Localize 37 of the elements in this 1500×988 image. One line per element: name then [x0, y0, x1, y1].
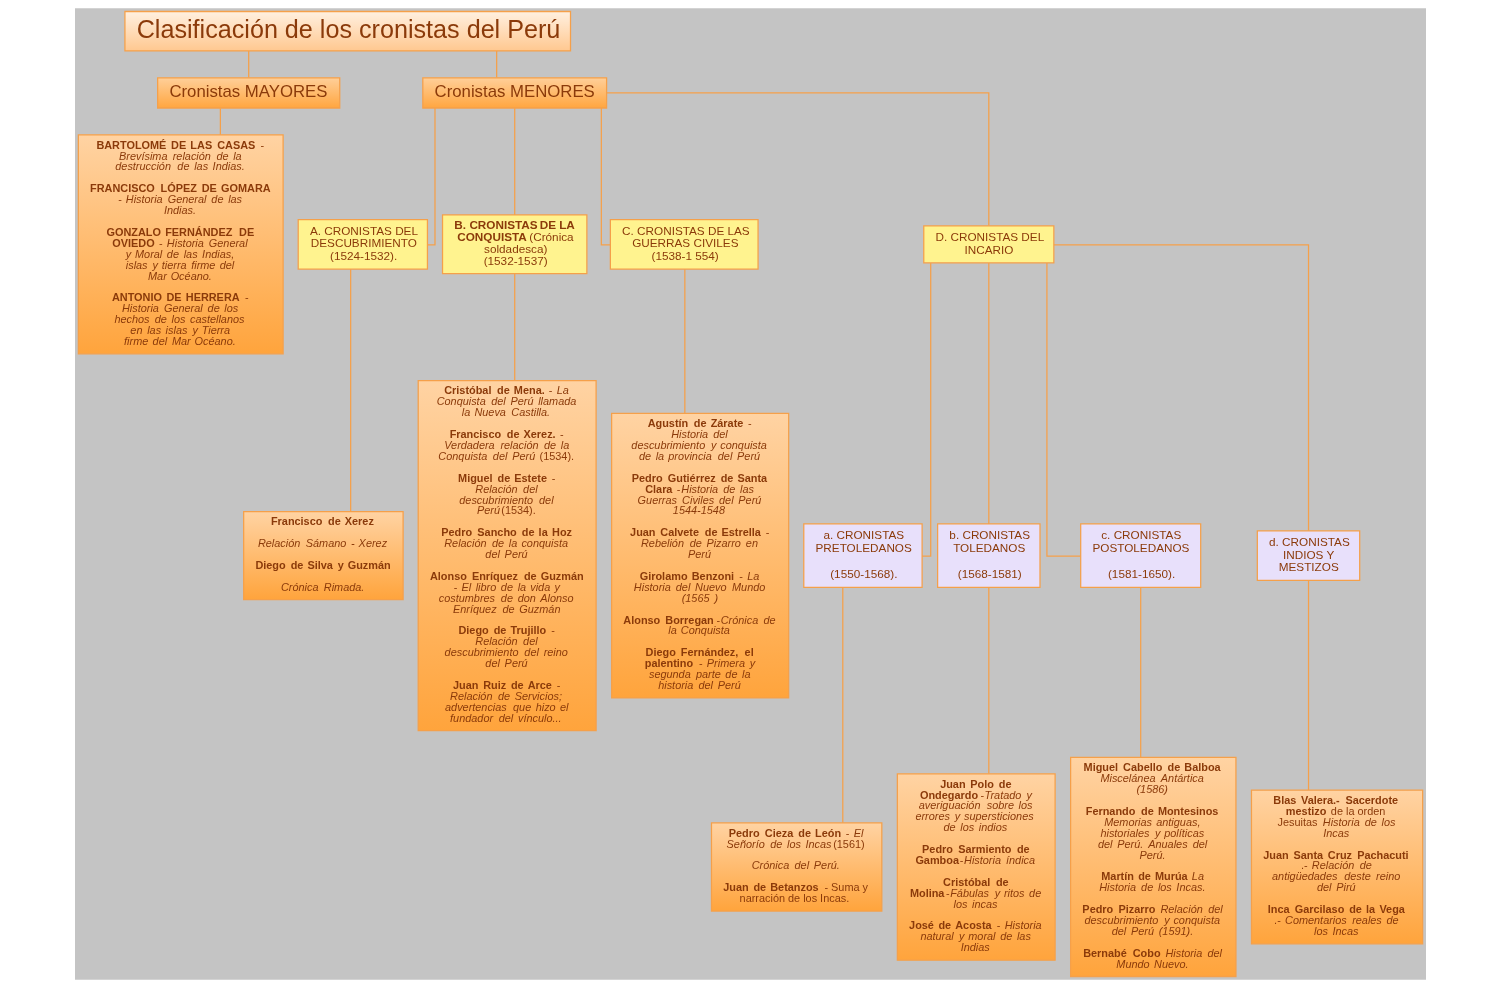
- node-box: A. CRONISTAS DEL DESCUBRIMIENTO (1524-1532).: [297, 218, 428, 270]
- node-box: Clasificación de los cronistas del Perú: [123, 10, 571, 52]
- node-box: Juan Polo de Ondegardo-Tratado y averiguación sobre los errores y supersticiones de los indios Pedro Sarmiento de Gamboa-Historia índica Cristóbal de Molina-Fábulas y ritos de los incas José de Acosta - Historia natural y moral de las Indias: [896, 773, 1056, 961]
- node-box: Cristóbal de Mena. - La Conquista del Perú llamada la Nueva Castilla. Francisco de Xerez. - Verdadera relación de la Conquista del Perú (1534). Miguel de Estete - Relación del descubrimiento del Perú(1534). Pedro Sancho de la Hoz Relación de la conquista del Perú Alonso Enríquez de Guzmán - El libro de la vida y costumbres de don Alonso Enríquez de Guzmán Diego de Trujillo - Relación del descubrimiento del reino del Perú Juan Ruiz de Arce - Relación de Servicios; advertencias que hizo el fundador del vínculo...: [417, 380, 597, 732]
- connector: [247, 50, 249, 79]
- connector: [513, 273, 515, 382]
- connector: [921, 262, 931, 557]
- node-box: b. CRONISTAS TOLEDANOS (1568-1581): [936, 523, 1041, 589]
- node-box: a. CRONISTAS PRETOLEDANOS (1550-1568).: [802, 523, 923, 589]
- connector: [1052, 244, 1309, 532]
- node-box: Francisco de Xerez Relación Sámano - Xerez Diego de Silva y Guzmán Crónica Rimada.: [242, 511, 404, 601]
- connector: [600, 107, 611, 246]
- connector: [987, 262, 989, 525]
- node-box: d. CRONISTAS INDIOS Y MESTIZOS: [1256, 530, 1360, 582]
- connector: [349, 268, 351, 513]
- node-box: Cronistas MENORES: [421, 77, 607, 109]
- connector: [683, 268, 685, 414]
- node-box: B. CRONISTAS DE LA CONQUISTA (Crónica soldadesca) (1532-1537): [441, 214, 587, 275]
- node-box: Agustín de Zárate - Historia del descubrimiento y conquista de la provincia del Perú Pedro Gutiérrez de Santa Clara -Historia de las Guerras Civiles del Perú 1544-1548 Juan Calvete de Estrella - Rebelión de Pizarro en Perú Girolamo Benzoni - La Historia del Nuevo Mundo (1565 ) Alonso Borregan-Crónica de la Conquista Diego Fernández, el palentino - Primera y segunda parte de la historia del Perú: [610, 412, 789, 699]
- connector: [1045, 262, 1081, 557]
- connector: [495, 50, 497, 79]
- node-box: Cronistas MAYORES: [156, 77, 340, 109]
- node-box: D. CRONISTAS DEL INCARIO: [922, 225, 1054, 264]
- connector: [1139, 586, 1141, 758]
- node-box: Pedro Cieza de León - El Señorío de los Incas(1561) Crónica del Perú. Juan de Betanzos - Suma y narración de los Incas.: [710, 822, 882, 912]
- node-box: Blas Valera.- Sacerdote mestizo de la orden Jesuitas Historia de los Incas Juan Santa Cruz Pachacuti .- Relación de antigüedades deste reino del Pirú Inca Garcilaso de la Vega .- Comentarios reales de los Incas: [1250, 789, 1423, 945]
- node-box: C. CRONISTAS DE LAS GUERRAS CIVILES (1538-1 554): [609, 218, 759, 270]
- connector: [605, 92, 989, 227]
- node-box: c. CRONISTAS POSTOLEDANOS (1581-1650).: [1079, 523, 1201, 589]
- connector: [1307, 580, 1309, 791]
- connector: [987, 586, 989, 775]
- node-box: BARTOLOMÉ DE LAS CASAS - Brevísima relación de la destrucción de las Indias. FRANCISCO LÓPEZ DE GOMARA - Historia General de las Indias. GONZALO FERNÁNDEZ DE OVIEDO - Historia General y Moral de las Indias, islas y tierra firme del Mar Océano. ANTONIO DE HERRERA - Historia General de los hechos de los castellanos en las islas y Tierra firme del Mar Océano.: [77, 134, 284, 355]
- connector: [426, 107, 436, 246]
- connector: [841, 586, 843, 824]
- node-box: Miguel Cabello de Balboa Miscelánea Antártica (1586) Fernando de Montesinos Memorias antiguas, historiales y políticas del Perú. Anuales del Perú. Martín de Murúa La Historia de los Incas. Pedro Pizarro Relación del descubrimiento y conquista del Perú (1591). Bernabé Cobo Historia del Mundo Nuevo.: [1069, 756, 1237, 978]
- connector: [513, 107, 515, 216]
- connector: [219, 107, 221, 136]
